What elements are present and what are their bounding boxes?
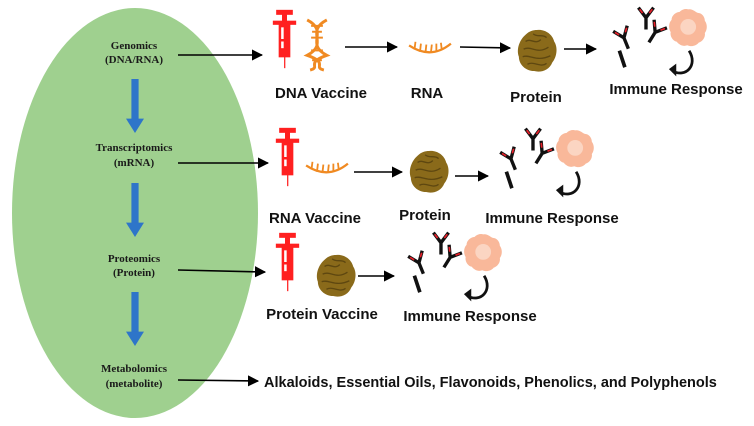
protein-icon [316,254,357,298]
metabolite-compounds-label: Alkaloids, Essential Oils, Flavonoids, P… [264,375,717,391]
proteomics-subtitle: (Protein) [113,267,155,279]
syringe-icon [272,9,297,69]
rna-strand-icon [304,160,350,174]
arrow-right-icon [177,375,260,387]
dna-vaccine-label: DNA Vaccine [275,85,367,102]
proteomics-title: Proteomics [108,253,161,265]
protein-vaccine-label: Protein Vaccine [266,306,378,323]
protein-label: Protein [510,89,562,106]
immune-response-label: Immune Response [609,81,742,98]
immune-response-label: Immune Response [403,308,536,325]
arrow-right-icon [177,266,267,278]
rna-strand-icon [407,40,453,54]
immune-response-label: Immune Response [485,210,618,227]
transcriptomics-title: Transcriptomics [96,142,174,154]
arrow-right-icon [459,42,512,54]
immune-response-icon [408,233,502,302]
rna-label: RNA [411,85,444,102]
metabolomics-subtitle: (metabolite) [106,378,163,390]
syringe-icon [275,127,300,187]
protein-label: Protein [399,207,451,224]
protein-icon [409,150,450,194]
genomics-subtitle: (DNA/RNA) [105,54,163,66]
syringe-icon [275,232,300,292]
metabolomics-title: Metabolomics [101,363,168,375]
immune-response-icon [500,129,594,198]
immune-response-icon [613,8,707,77]
protein-icon [517,29,558,73]
dna-helix-icon [305,18,329,72]
genomics-title: Genomics [111,40,158,52]
transcriptomics-subtitle: (mRNA) [114,157,155,169]
rna-vaccine-label: RNA Vaccine [269,210,361,227]
